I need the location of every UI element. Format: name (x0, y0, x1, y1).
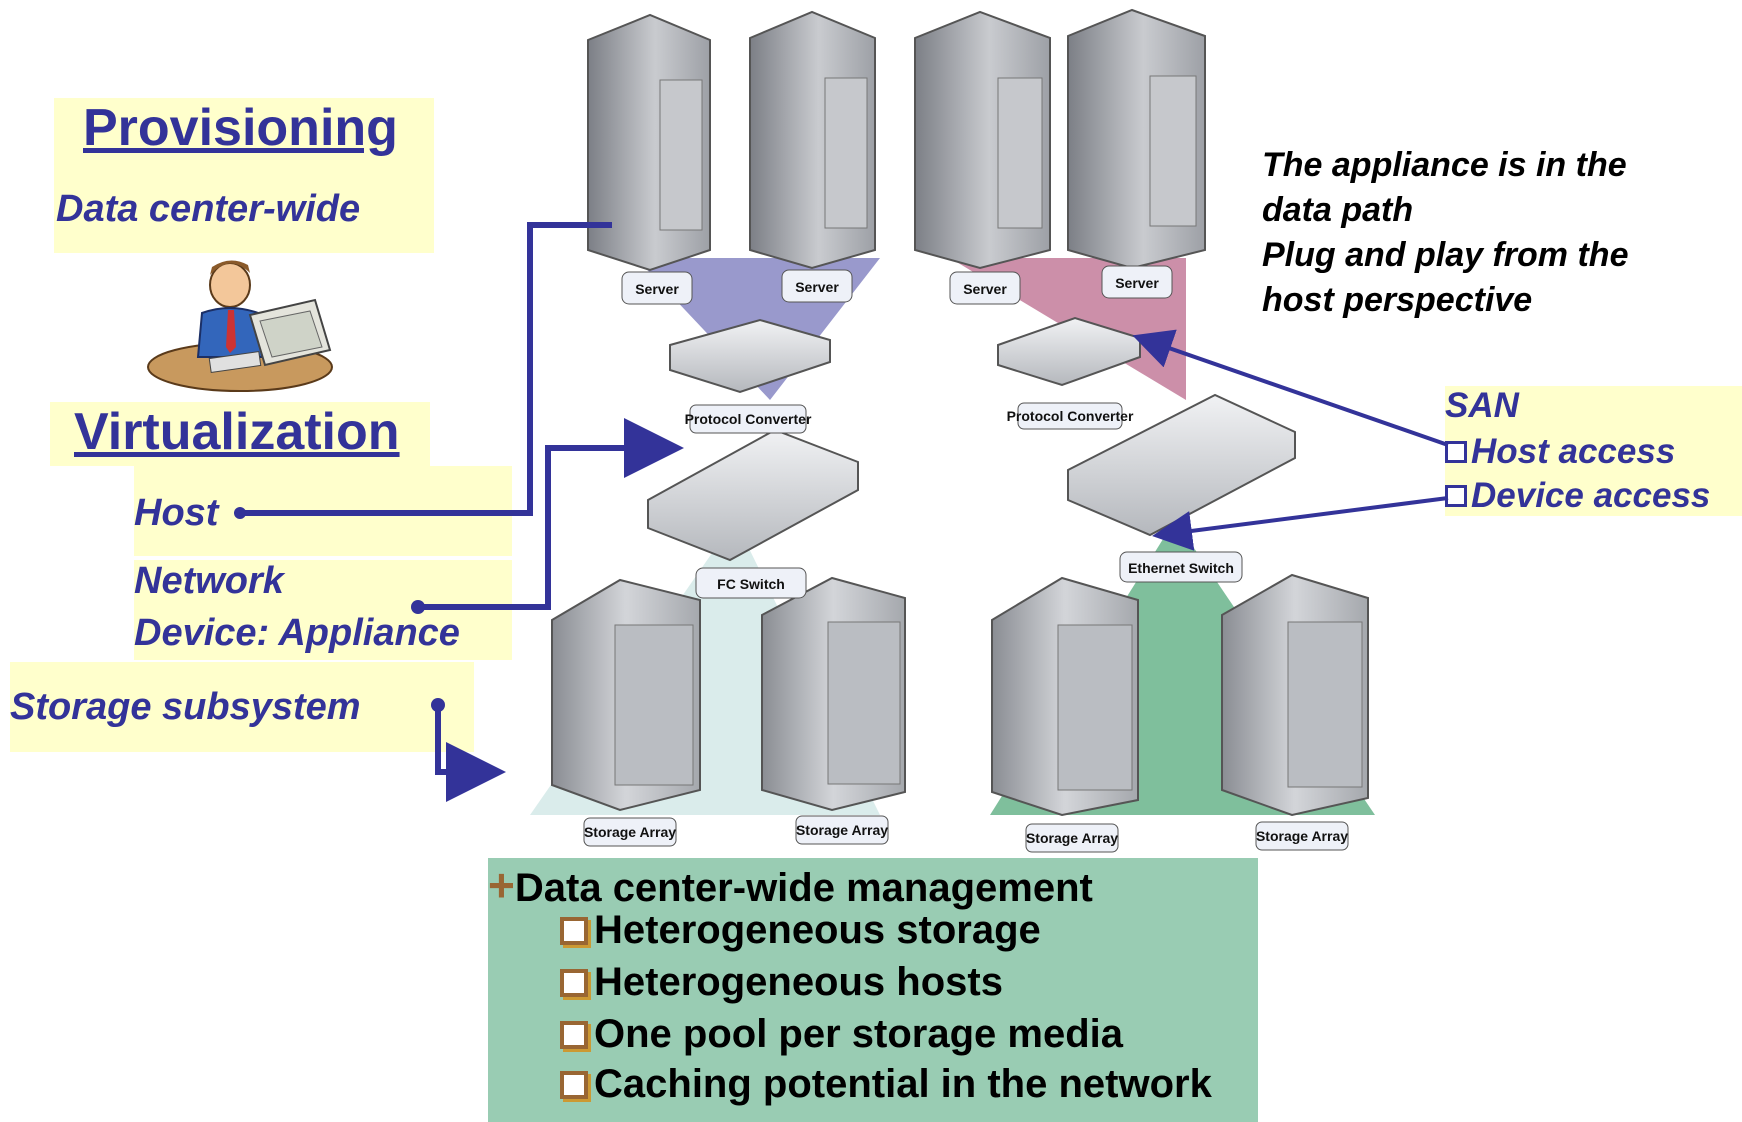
svg-text:Server: Server (963, 281, 1007, 297)
svg-text:Protocol Converter: Protocol Converter (1007, 408, 1134, 424)
label-protocol-converter-left: Protocol Converter (685, 404, 812, 434)
label-storage-array-2: Storage Array (795, 815, 889, 845)
benefit-item: Heterogeneous storage (560, 908, 1041, 953)
server-tower-2 (749, 10, 876, 270)
virtualization-title: Virtualization (74, 403, 400, 461)
benefit-item: One pool per storage media (560, 1012, 1123, 1057)
benefit-item-label: Heterogeneous hosts (594, 960, 1003, 1004)
square-bullet-icon (560, 1071, 588, 1099)
fc-switch-device (647, 428, 859, 562)
benefits-heading-label: Data center-wide management (514, 866, 1093, 910)
plus-icon: + (488, 859, 515, 911)
square-bullet-icon (560, 969, 588, 997)
storage-rack-3 (991, 576, 1139, 817)
san-device-access: Device access (1445, 476, 1710, 516)
protocol-converter-left-device (669, 318, 831, 394)
label-server-1: Server (621, 271, 693, 305)
label-ethernet-switch: Ethernet Switch (1119, 551, 1243, 583)
san-host-access-label: Host access (1471, 432, 1676, 471)
host-label: Host (134, 492, 219, 534)
san-device-access-label: Device access (1471, 476, 1711, 515)
device-appliance-label: Device: Appliance (134, 612, 460, 654)
network-label: Network (134, 560, 284, 602)
svg-text:Storage Array: Storage Array (796, 822, 888, 838)
svg-text:Server: Server (795, 279, 839, 295)
label-storage-array-4: Storage Array (1255, 821, 1349, 851)
storage-rack-2 (761, 576, 906, 812)
storage-subsystem-label: Storage subsystem (10, 686, 361, 728)
benefit-item-label: One pool per storage media (594, 1012, 1124, 1056)
provisioning-title: Provisioning (83, 99, 398, 157)
label-storage-array-3: Storage Array (1025, 823, 1119, 853)
storage-subsystem-box (10, 662, 474, 752)
svg-text:FC Switch: FC Switch (717, 576, 785, 592)
provisioning-subtitle: Data center-wide (56, 188, 361, 230)
san-title: SAN (1445, 386, 1519, 425)
benefit-item-label: Heterogeneous storage (594, 908, 1041, 952)
label-fc-switch: FC Switch (695, 567, 807, 599)
benefit-item-label: Caching potential in the network (594, 1062, 1212, 1106)
checkbox-icon (1445, 485, 1467, 507)
label-protocol-converter-right: Protocol Converter (1007, 402, 1134, 430)
benefits-heading: +Data center-wide management (488, 858, 1093, 912)
benefits-box (488, 858, 1258, 1122)
san-host-access: Host access (1445, 432, 1675, 472)
checkbox-icon (1445, 441, 1467, 463)
svg-text:Server: Server (635, 281, 679, 297)
storage-rack-1 (551, 578, 701, 812)
svg-text:Storage Array: Storage Array (1026, 830, 1118, 846)
server-tower-4 (1067, 8, 1206, 270)
square-bullet-icon (560, 1021, 588, 1049)
note-line-1: The appliance is in the (1262, 146, 1627, 184)
server-tower-1 (587, 13, 711, 272)
svg-text:Storage Array: Storage Array (1256, 828, 1348, 844)
label-server-3: Server (949, 271, 1021, 305)
administrator-icon (147, 260, 333, 392)
svg-text:Storage Array: Storage Array (584, 824, 676, 840)
label-storage-array-1: Storage Array (583, 817, 677, 847)
note-line-3: Plug and play from the (1262, 236, 1629, 274)
appliance-note: The appliance is in the data path Plug a… (1262, 143, 1628, 323)
benefit-item: Heterogeneous hosts (560, 960, 1003, 1005)
server-tower-3 (914, 10, 1051, 270)
label-server-4: Server (1101, 265, 1173, 299)
square-bullet-icon (560, 917, 588, 945)
san-box (1445, 386, 1742, 516)
svg-text:Protocol Converter: Protocol Converter (685, 411, 812, 427)
note-line-4: host perspective (1262, 281, 1533, 319)
svg-text:Ethernet Switch: Ethernet Switch (1128, 560, 1234, 576)
benefit-item: Caching potential in the network (560, 1062, 1212, 1107)
label-server-2: Server (781, 269, 853, 303)
svg-text:Server: Server (1115, 275, 1159, 291)
storage-rack-4 (1221, 573, 1369, 817)
note-line-2: data path (1262, 191, 1414, 229)
